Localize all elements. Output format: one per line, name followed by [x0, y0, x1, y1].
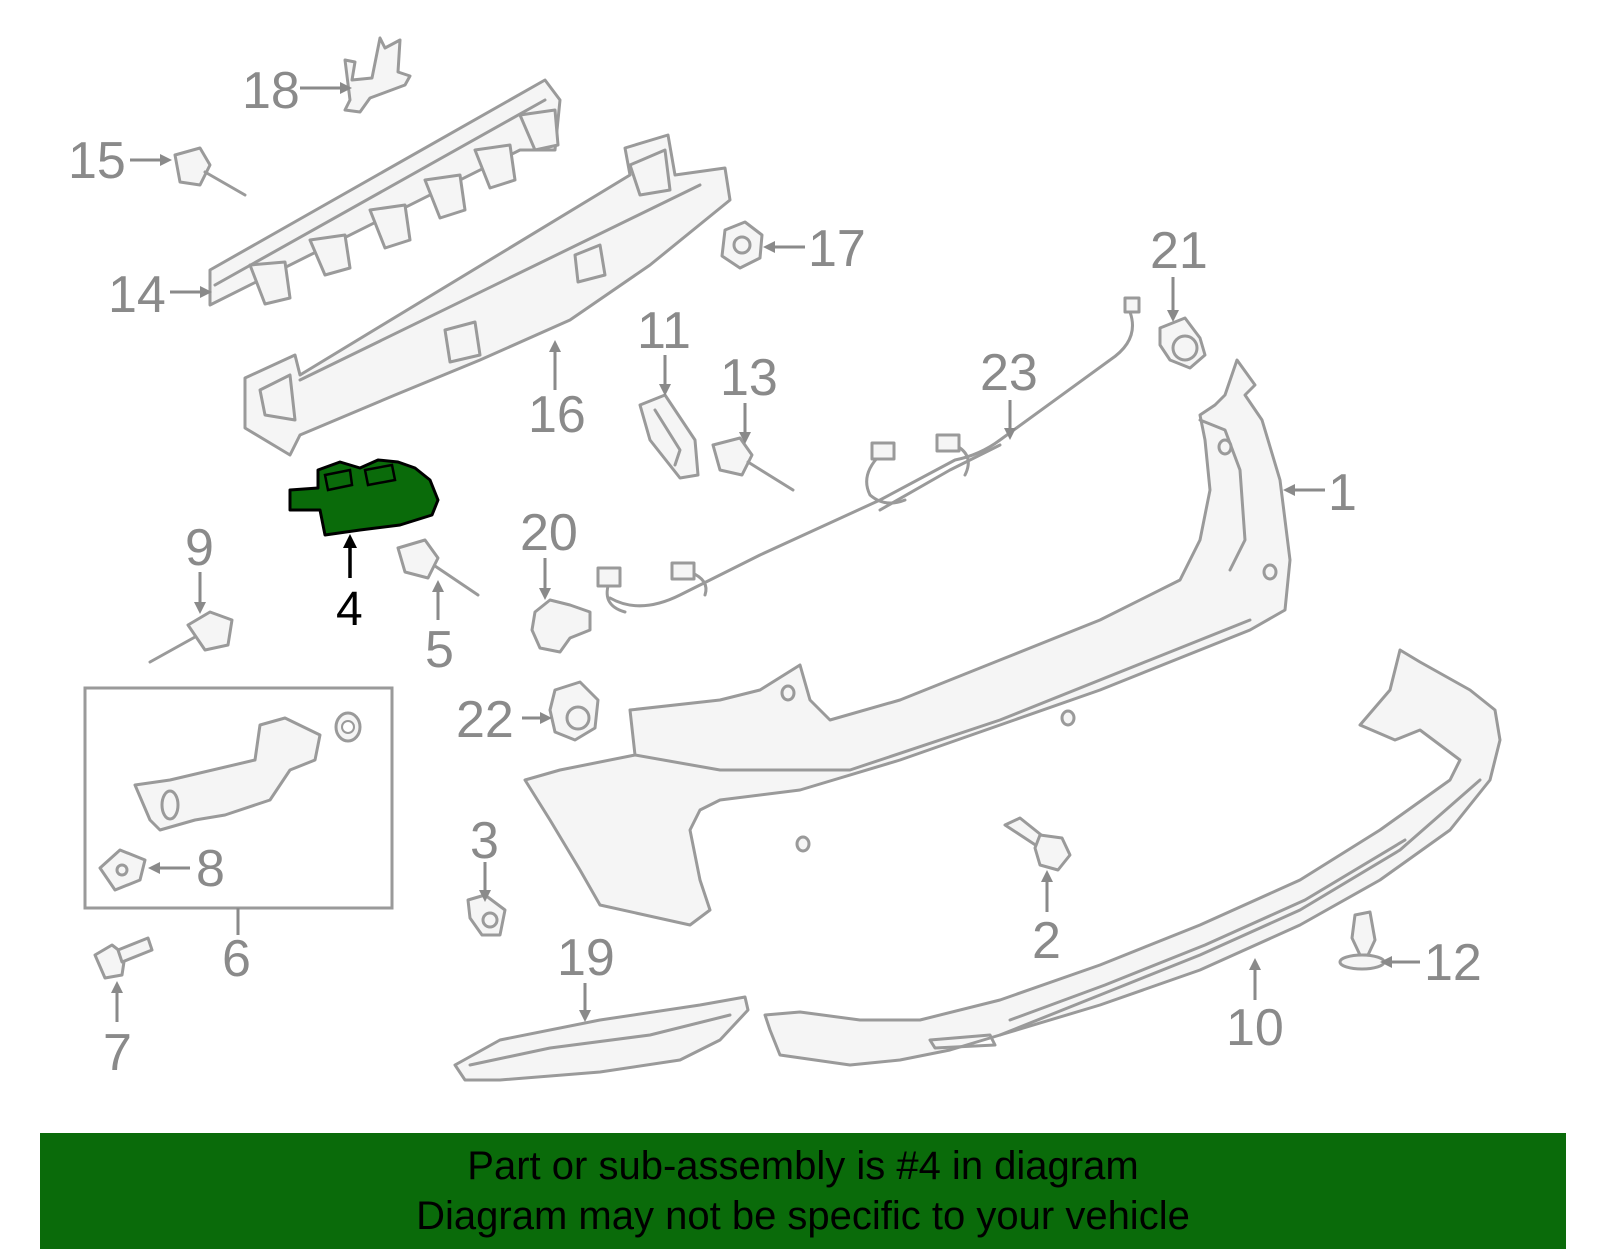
- callout-13[interactable]: 13: [720, 349, 778, 407]
- callout-22[interactable]: 22: [456, 691, 514, 749]
- part-11-retainer[interactable]: [638, 393, 700, 480]
- callout-2[interactable]: 2: [1032, 912, 1061, 970]
- part-7-bolt[interactable]: [93, 936, 154, 980]
- part-12-push-pin[interactable]: [1338, 910, 1386, 971]
- part-17-nut[interactable]: [720, 220, 764, 270]
- callout-5[interactable]: 5: [425, 621, 454, 679]
- part-20-sensor[interactable]: [530, 598, 592, 654]
- banner-line-1: Part or sub-assembly is #4 in diagram: [467, 1144, 1139, 1188]
- part-13-stud[interactable]: [711, 436, 795, 492]
- part-8-clip[interactable]: [98, 848, 147, 892]
- part-18-bracket[interactable]: [343, 36, 412, 114]
- callout-1[interactable]: 1: [1328, 464, 1357, 522]
- part-10-valance[interactable]: [763, 648, 1502, 1067]
- part-14-absorber[interactable]: [208, 78, 562, 307]
- part-22-sensor[interactable]: [548, 680, 600, 742]
- part-1-bumper-cover[interactable]: [523, 358, 1292, 927]
- callout-18[interactable]: 18: [242, 62, 300, 120]
- callout-23[interactable]: 23: [980, 344, 1038, 402]
- callout-17[interactable]: 17: [808, 220, 866, 278]
- part-21-sensor[interactable]: [1158, 316, 1207, 370]
- callout-21[interactable]: 21: [1150, 222, 1208, 280]
- leader-arrows: [111, 82, 1420, 1022]
- part-3-push-pin[interactable]: [466, 893, 507, 937]
- callout-6[interactable]: 6: [222, 930, 251, 988]
- info-banner: Part or sub-assembly is #4 in diagram Di…: [40, 1133, 1566, 1249]
- callout-labels: 18 15 14 16 17 21 23 11 13 1 20 5 9 22 8…: [68, 62, 1482, 1082]
- part-19-reflector[interactable]: [453, 995, 750, 1082]
- banner-line-2: Diagram may not be specific to your vehi…: [416, 1194, 1190, 1238]
- part-2-bolt[interactable]: [1003, 816, 1072, 872]
- callout-12[interactable]: 12: [1424, 934, 1482, 992]
- callout-14[interactable]: 14: [108, 266, 166, 324]
- callout-7[interactable]: 7: [103, 1024, 132, 1082]
- callout-20[interactable]: 20: [520, 504, 578, 562]
- part-5-stud[interactable]: [396, 538, 480, 597]
- part-16-reinforcement[interactable]: [243, 133, 732, 457]
- callout-4-highlighted[interactable]: 4: [336, 583, 363, 636]
- callout-10[interactable]: 10: [1226, 999, 1284, 1057]
- part-9-stud[interactable]: [148, 610, 234, 664]
- callout-8[interactable]: 8: [196, 840, 225, 898]
- callout-15[interactable]: 15: [68, 132, 126, 190]
- part-15-stud[interactable]: [173, 146, 247, 197]
- callout-19[interactable]: 19: [557, 929, 615, 987]
- callout-3[interactable]: 3: [470, 812, 499, 870]
- callout-9[interactable]: 9: [185, 519, 214, 577]
- callout-11[interactable]: 11: [637, 302, 691, 360]
- callout-16[interactable]: 16: [528, 386, 586, 444]
- part-4-bracket-highlighted[interactable]: [288, 458, 440, 537]
- part-23-harness[interactable]: [596, 296, 1141, 614]
